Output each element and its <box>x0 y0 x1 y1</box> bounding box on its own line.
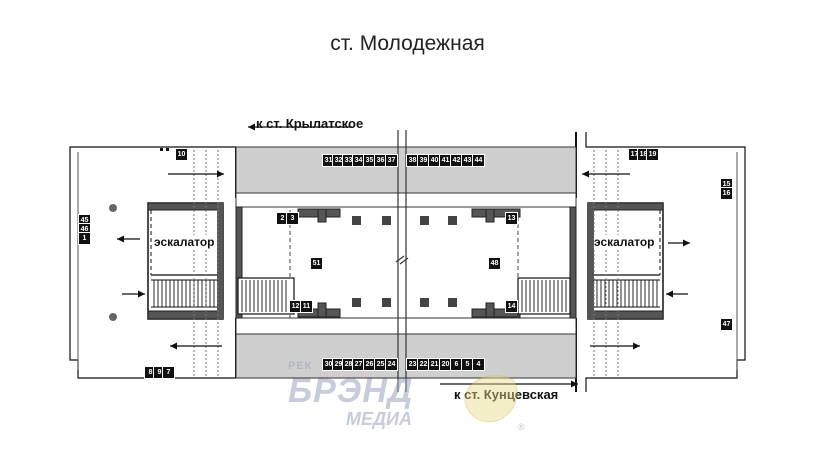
number-badge: 14 <box>505 300 518 313</box>
number-badge: 37 <box>385 154 398 167</box>
right-escalator-steps <box>596 280 658 307</box>
watermark-brand: БРЭНД <box>288 372 414 410</box>
watermark-prefix: РЕК <box>288 360 313 372</box>
number-badge: 47 <box>720 318 733 331</box>
direction-top-label: к ст. Крылатское <box>256 116 364 131</box>
watermark-sub: МЕДИА <box>346 409 412 429</box>
right-escalator-label: эскалатор <box>594 235 655 249</box>
number-badge: 51 <box>310 257 323 270</box>
number-badge: 36 <box>374 154 387 167</box>
number-badge: 38 <box>406 154 419 167</box>
number-badge: 24 <box>385 358 398 371</box>
number-badge: 34 <box>352 154 365 167</box>
number-badge: 44 <box>472 154 485 167</box>
direction-bottom-label: к ст. Кунцевская <box>452 387 561 402</box>
left-escalator-steps <box>153 280 215 307</box>
number-badge: 3 <box>286 212 299 225</box>
station-title: ст. Молодежная <box>330 32 485 55</box>
center-divider <box>395 130 409 392</box>
number-badge: 10 <box>175 148 188 161</box>
left-vestibule <box>69 146 236 379</box>
number-badge: 16 <box>720 187 733 200</box>
flow-arrows <box>117 123 690 388</box>
number-badge: 19 <box>646 148 659 161</box>
number-badge: 48 <box>488 257 501 270</box>
number-badge: 4 <box>472 358 485 371</box>
number-badge: 1 <box>78 232 91 245</box>
number-badge: 7 <box>162 366 175 379</box>
watermark-reg: ® <box>518 422 525 432</box>
number-badge: 40 <box>428 154 441 167</box>
watermark-logo-icon <box>464 375 518 423</box>
number-badge: 11 <box>300 300 313 313</box>
left-escalator-label: эскалатор <box>154 235 215 249</box>
number-badge: 29 <box>332 358 345 371</box>
left-escalator <box>147 202 224 320</box>
columns <box>352 216 457 307</box>
right-escalator <box>587 202 664 320</box>
number-badge: 13 <box>505 212 518 225</box>
right-inner-escalator <box>517 277 571 315</box>
left-inner-escalator <box>237 277 295 315</box>
right-vestibule <box>585 132 746 392</box>
